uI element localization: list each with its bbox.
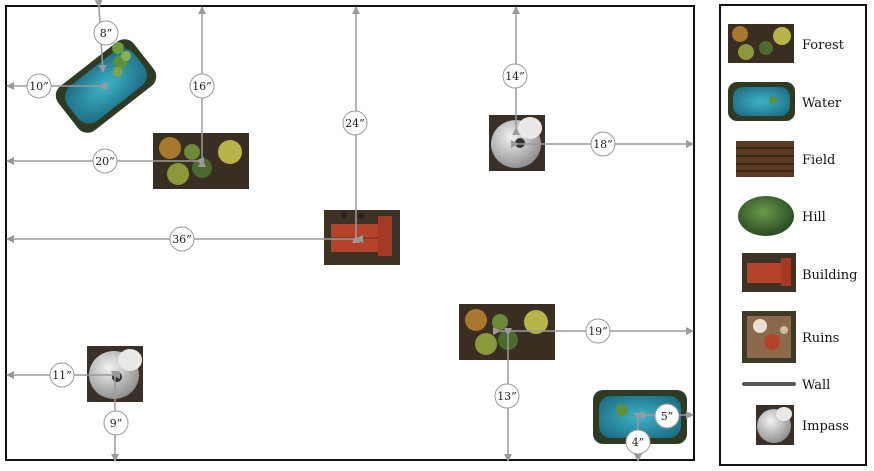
svg-text:11”: 11” — [52, 369, 72, 382]
legend-item-water: Water — [728, 82, 842, 121]
impass-terrain-1 — [489, 115, 545, 171]
svg-text:16”: 16” — [192, 80, 212, 93]
measurement-label-pond2-right: 5” — [654, 403, 680, 429]
svg-text:Wall: Wall — [802, 378, 830, 393]
svg-text:36”: 36” — [172, 233, 192, 246]
svg-text:13”: 13” — [497, 390, 517, 403]
measurement-label-impass2-bottom: 9” — [103, 410, 129, 436]
bush-icon — [112, 42, 124, 54]
svg-text:Hill: Hill — [802, 210, 826, 225]
svg-text:20”: 20” — [95, 155, 115, 168]
measurement-label-impass1-right: 18” — [590, 131, 616, 157]
legend-item-hill: Hill — [738, 196, 826, 236]
svg-text:9”: 9” — [110, 417, 123, 430]
measurement-label-forest2-bottom: 13” — [494, 383, 520, 409]
svg-text:Forest: Forest — [802, 38, 845, 53]
svg-text:19”: 19” — [588, 325, 608, 338]
impass-icon — [756, 405, 794, 445]
forest-icon — [728, 24, 794, 63]
legend-item-ruins: Ruins — [742, 311, 839, 363]
measurement-label-forest1-top: 16” — [189, 73, 215, 99]
legend-panel — [719, 4, 867, 466]
svg-text:4”: 4” — [632, 436, 645, 449]
svg-text:Impass: Impass — [802, 419, 849, 434]
measurement-label-forest1-left: 20” — [92, 148, 118, 174]
svg-text:Field: Field — [802, 153, 835, 168]
building-icon — [742, 253, 796, 292]
forest-terrain-2 — [459, 304, 555, 360]
measurement-label-pond2-bottom: 4” — [625, 429, 651, 455]
measurement-label-pond1-top: 8” — [93, 20, 119, 46]
svg-text:Water: Water — [802, 96, 842, 111]
bush-icon — [121, 51, 131, 61]
building-terrain — [324, 210, 400, 265]
legend-item-impass: Impass — [756, 405, 849, 445]
ruins-icon — [742, 311, 796, 363]
svg-text:Building: Building — [802, 268, 857, 283]
svg-text:5”: 5” — [661, 410, 674, 423]
measurement-label-impass2-left: 11” — [49, 362, 75, 388]
measurement-label-forest2-right: 19” — [585, 318, 611, 344]
measurement-label-impass1-top: 14” — [502, 63, 528, 89]
hill-icon — [738, 196, 794, 236]
svg-text:8”: 8” — [100, 27, 113, 40]
legend-item-forest: Forest — [728, 24, 845, 63]
svg-text:14”: 14” — [505, 70, 525, 83]
measurement-label-building-left: 36” — [169, 226, 195, 252]
measurement-label-building-top: 24” — [342, 110, 368, 136]
svg-text:Ruins: Ruins — [802, 331, 839, 346]
legend-item-wall: Wall — [742, 378, 830, 393]
measurement-label-pond1-left: 10” — [26, 73, 52, 99]
legend-item-field: Field — [736, 141, 835, 177]
svg-text:10”: 10” — [29, 80, 49, 93]
field-icon — [736, 141, 794, 177]
wall-icon — [742, 382, 796, 386]
legend-item-building: Building — [742, 253, 857, 292]
svg-text:18”: 18” — [593, 138, 613, 151]
water-icon — [728, 82, 795, 121]
svg-text:24”: 24” — [345, 117, 365, 130]
